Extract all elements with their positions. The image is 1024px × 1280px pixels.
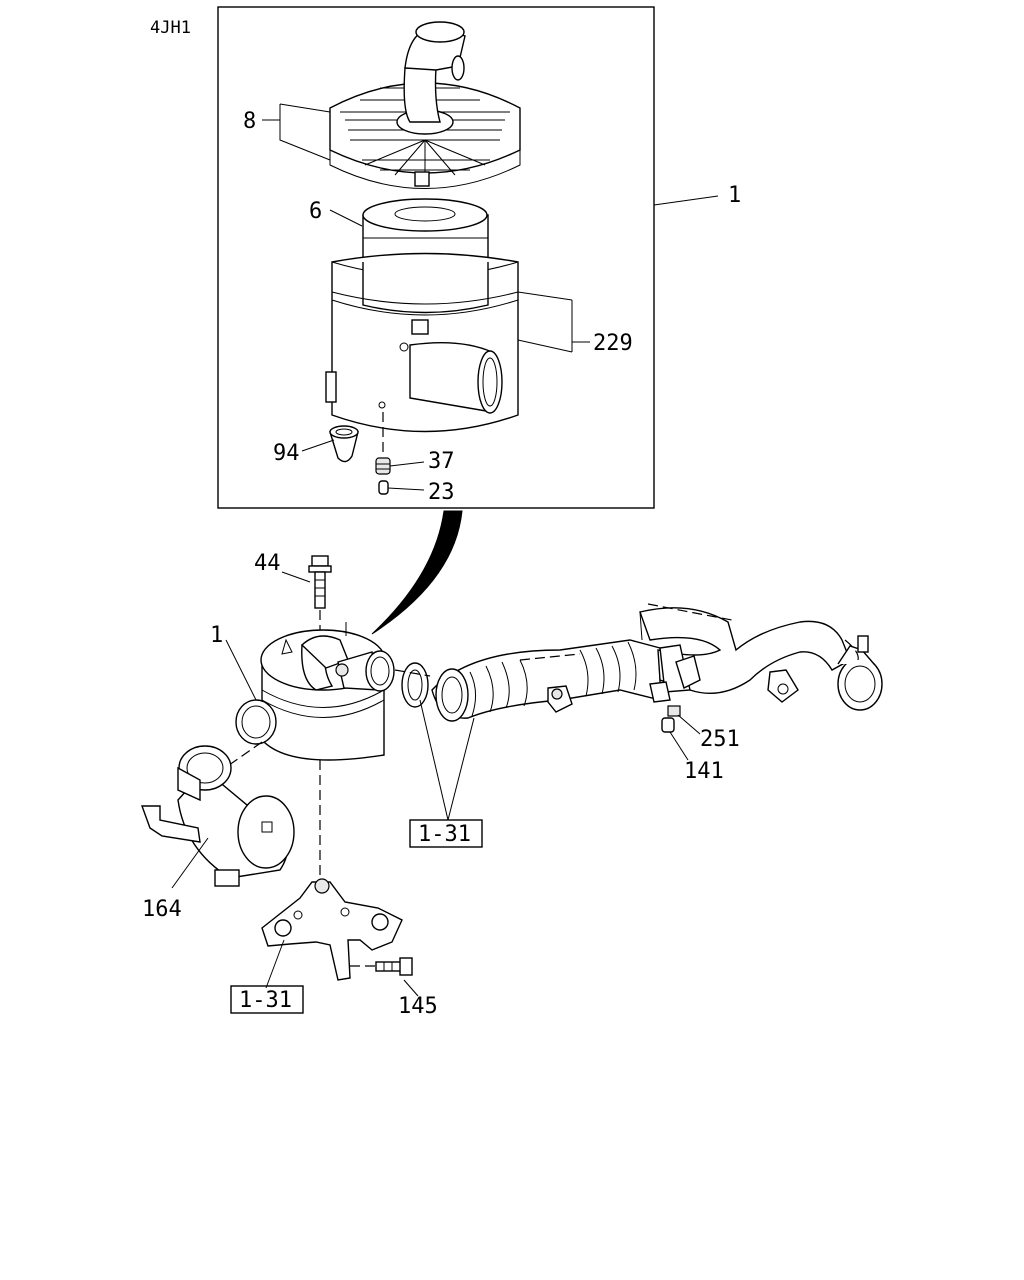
- callout-164: 164: [142, 897, 182, 922]
- cap-23: [378, 480, 389, 495]
- callout-141: 141: [684, 759, 724, 784]
- bolt-44: [308, 555, 332, 609]
- air-duct: [639, 607, 883, 711]
- reference-box-hose: 1-31: [409, 819, 483, 848]
- callout-1-air-cleaner: 1: [210, 623, 223, 648]
- mounting-bracket: [261, 878, 403, 981]
- callout-94: 94: [273, 441, 300, 466]
- callout-44: 44: [254, 551, 281, 576]
- intake-hose: [431, 639, 661, 722]
- callout-229: 229: [593, 331, 633, 356]
- callout-23: 23: [428, 480, 455, 505]
- callout-37: 37: [428, 449, 455, 474]
- reference-hose-label: 1-31: [418, 822, 471, 847]
- detail-pointer-arrow: [371, 510, 463, 635]
- cover-8: [329, 21, 521, 189]
- callout-1-assembly: 1: [728, 183, 741, 208]
- reference-bracket-label: 1-31: [239, 988, 292, 1013]
- air-cleaner-assembly-1: [235, 622, 395, 761]
- exploded-view-box: 8 6 229 94 37 23: [217, 6, 655, 509]
- model-code: 4JH1: [150, 18, 191, 38]
- callout-251: 251: [700, 727, 740, 752]
- callout-8: 8: [243, 109, 256, 134]
- housing-body-229: [325, 252, 519, 433]
- pre-cleaner-164: [141, 745, 295, 887]
- callout-145: 145: [398, 994, 438, 1019]
- bolt-145: [375, 957, 413, 976]
- drain-valve-94: [329, 425, 359, 463]
- reference-box-bracket: 1-31: [230, 985, 304, 1014]
- clamp-ring: [401, 662, 429, 708]
- grommet-141: [661, 717, 675, 733]
- callout-6: 6: [309, 199, 322, 224]
- nut-37: [375, 457, 391, 475]
- clip-251: [667, 705, 681, 717]
